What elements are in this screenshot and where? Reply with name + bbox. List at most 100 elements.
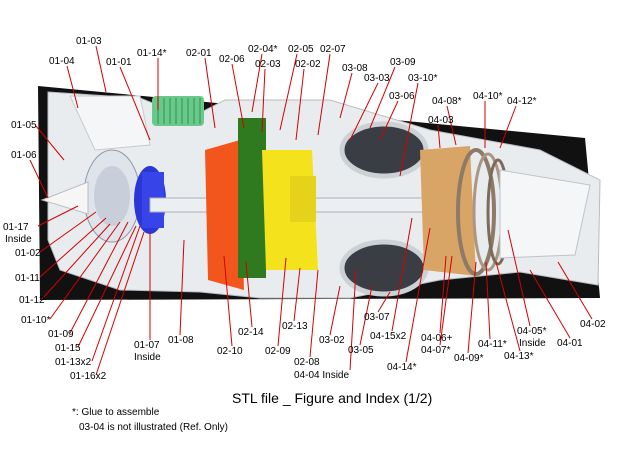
leader-line	[485, 261, 491, 340]
label-04-15x2: 04-15x2	[370, 331, 407, 342]
rear-tan-section	[420, 146, 476, 276]
label-03-09: 03-09	[390, 57, 416, 68]
leader-line	[29, 159, 49, 199]
leader-line	[39, 211, 97, 253]
leader-line	[349, 269, 357, 371]
label-02-03: 02-03	[255, 59, 281, 70]
leader-line	[179, 239, 185, 336]
leader-line	[467, 261, 477, 354]
label-03-05: 03-05	[348, 345, 374, 356]
leader-line	[293, 267, 301, 322]
label-04-14: 04-14*	[387, 362, 417, 373]
label-03-02: 03-02	[319, 335, 345, 346]
label-04-07: 04-07*	[421, 345, 451, 356]
leader-line	[35, 125, 65, 161]
turbine-hub	[290, 176, 316, 222]
leader-line	[379, 100, 399, 141]
label-01-12: 01-12	[19, 295, 45, 306]
leader-line	[329, 285, 341, 336]
label-01-17: 01-17	[3, 222, 29, 233]
label-01-10: 01-10*	[21, 315, 51, 326]
label-04-12: 04-12*	[507, 96, 537, 107]
label-02-07: 02-07	[320, 44, 346, 55]
leader-line	[437, 124, 441, 149]
leader-lines	[29, 45, 593, 376]
label-02-14: 02-14	[238, 327, 264, 338]
orange-impeller	[205, 140, 244, 290]
upper-casing	[69, 95, 151, 151]
leader-line	[95, 231, 145, 376]
label-02-13: 02-13	[282, 321, 308, 332]
leader-line	[439, 255, 453, 346]
leader-line	[529, 269, 571, 339]
leader-line	[261, 68, 266, 133]
label-01-03: 01-03	[76, 36, 102, 47]
label-04-06: 04-06+	[421, 333, 453, 344]
label-01-01: 01-01	[106, 57, 132, 68]
label-02-04: 02-04*	[248, 44, 278, 55]
leader-line	[119, 66, 151, 141]
label-04-08: 04-08*	[432, 96, 462, 107]
leader-line	[377, 291, 391, 313]
label-02-06: 02-06	[219, 54, 245, 65]
leader-line	[309, 269, 319, 358]
leader-line	[359, 285, 373, 346]
label-03-06: 03-06	[389, 91, 415, 102]
leader-line	[204, 57, 216, 129]
green-part	[238, 118, 266, 278]
leader-line	[295, 68, 305, 141]
nose-spinner	[40, 181, 89, 215]
upper-green-part	[152, 96, 204, 126]
label-02-01: 02-01	[186, 48, 212, 59]
leader-line	[66, 65, 79, 109]
label-03-03: 03-03	[364, 73, 390, 84]
label-01-11: 01-11	[15, 273, 40, 284]
leader-line	[405, 227, 431, 363]
label-01-07-inside: Inside	[134, 352, 161, 363]
leader-line	[349, 82, 379, 141]
leader-line	[223, 255, 233, 347]
label-01-08: 01-08	[168, 335, 194, 346]
label-01-02: 01-02	[15, 248, 41, 259]
label-04-05-inside: Inside	[519, 338, 546, 349]
label-04-04-inside: 04-04 Inside	[294, 370, 350, 381]
label-01-15: 01-15	[55, 343, 81, 354]
leader-line	[37, 205, 79, 227]
label-01-17-inside: Inside	[5, 234, 32, 245]
label-01-04: 01-04	[49, 56, 75, 67]
leader-line	[391, 217, 413, 332]
figure-caption: STL file _ Figure and Index (1/2)	[232, 390, 433, 406]
label-04-09: 04-09*	[454, 353, 484, 364]
label-04-13: 04-13*	[504, 351, 534, 362]
label-04-01: 04-01	[557, 338, 583, 349]
label-02-05: 02-05	[288, 44, 314, 55]
label-01-14: 01-14*	[137, 48, 167, 59]
label-04-10: 04-10*	[473, 91, 503, 102]
glue-note: *: Glue to assemble	[72, 407, 160, 418]
label-03-08: 03-08	[342, 63, 368, 74]
leader-line	[245, 261, 253, 328]
leader-line	[77, 225, 137, 348]
label-01-07: 01-07	[134, 340, 160, 351]
leader-line	[439, 255, 447, 334]
leader-line	[446, 105, 457, 146]
label-01-13x2: 01-13x2	[55, 357, 92, 368]
leader-line	[507, 229, 531, 327]
leader-line	[495, 261, 521, 352]
label-01-09: 01-09	[48, 329, 74, 340]
label-01-06: 01-06	[11, 150, 37, 161]
upper-green-ribs	[157, 98, 201, 124]
label-02-10: 02-10	[217, 346, 243, 357]
leader-line	[277, 257, 287, 347]
rear-ring-a	[456, 148, 496, 276]
leader-line	[91, 225, 141, 362]
label-02-02: 02-02	[295, 59, 321, 70]
label-04-05: 04-05*	[517, 326, 547, 337]
leader-line	[231, 63, 245, 129]
leader-line	[49, 221, 121, 320]
exhaust-cone	[499, 169, 591, 259]
label-04-03: 04-03	[428, 115, 454, 126]
leader-line	[399, 82, 419, 177]
